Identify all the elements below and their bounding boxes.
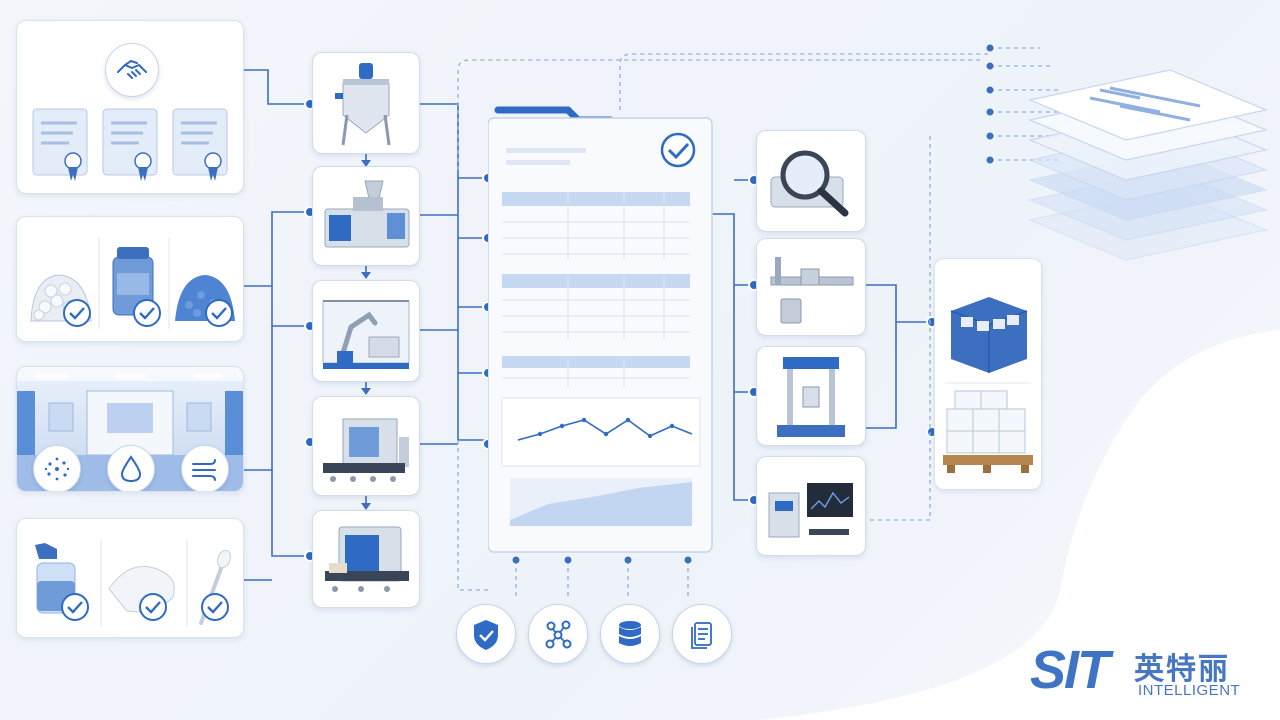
shield-check-icon — [456, 604, 516, 664]
data-layer-stack — [1027, 69, 1269, 261]
document-icon — [672, 604, 732, 664]
packaging-machine-illustration — [325, 526, 409, 592]
process-robot-cell — [312, 280, 420, 382]
report-table-3 — [502, 356, 690, 388]
report-line-chart — [501, 397, 701, 467]
droplet-icon — [107, 445, 155, 491]
tunnel-machine-illustration — [323, 418, 409, 482]
central-report-document — [488, 106, 713, 553]
check-circle-icon — [63, 299, 233, 327]
panel-final-packaging — [934, 258, 1042, 490]
panel-cleaning-supplies — [16, 518, 244, 638]
tensile-tester-illustration — [777, 357, 845, 437]
database-icon — [600, 604, 660, 664]
inspection-caliper — [756, 238, 866, 336]
brand-name-chinese: 英特丽 — [1134, 652, 1230, 687]
mixing-tank-illustration — [335, 63, 391, 146]
brand-logo-mark: SIT — [1030, 640, 1110, 700]
certificate-icon — [32, 108, 228, 181]
inspection-magnifier — [756, 130, 866, 232]
inspection-analyzer — [756, 456, 866, 556]
robot-cell-illustration — [322, 300, 410, 369]
report-table-2 — [502, 274, 690, 340]
brand-logo: SIT 英特丽 INTELLIGENT — [1030, 640, 1260, 704]
magnifier-icon — [770, 150, 849, 217]
background-wave — [760, 330, 1280, 720]
material-samples — [30, 237, 235, 329]
handshake-icon — [105, 43, 159, 97]
process-tunnel-machine — [312, 396, 420, 496]
brand-name-english: INTELLIGENT — [1138, 682, 1241, 699]
packaging-illustration — [943, 297, 1033, 473]
process-mixing-tank — [312, 52, 420, 154]
panel-raw-materials — [16, 216, 244, 342]
cleaning-items — [35, 539, 231, 627]
process-extruder — [312, 166, 420, 266]
network-nodes-icon — [528, 604, 588, 664]
panel-certificates — [16, 20, 244, 194]
check-circle-icon — [61, 593, 229, 621]
panel-clean-room — [16, 366, 244, 492]
particles-icon — [33, 445, 81, 491]
caliper-illustration — [770, 257, 854, 324]
report-area-chart — [510, 478, 692, 526]
process-packaging-machine — [312, 510, 420, 608]
extruder-illustration — [324, 180, 410, 248]
airflow-icon — [181, 445, 229, 491]
inspection-tensile-tester — [756, 346, 866, 446]
check-circle-icon — [660, 132, 696, 168]
analyzer-illustration — [768, 483, 853, 538]
report-table-1 — [502, 192, 690, 260]
